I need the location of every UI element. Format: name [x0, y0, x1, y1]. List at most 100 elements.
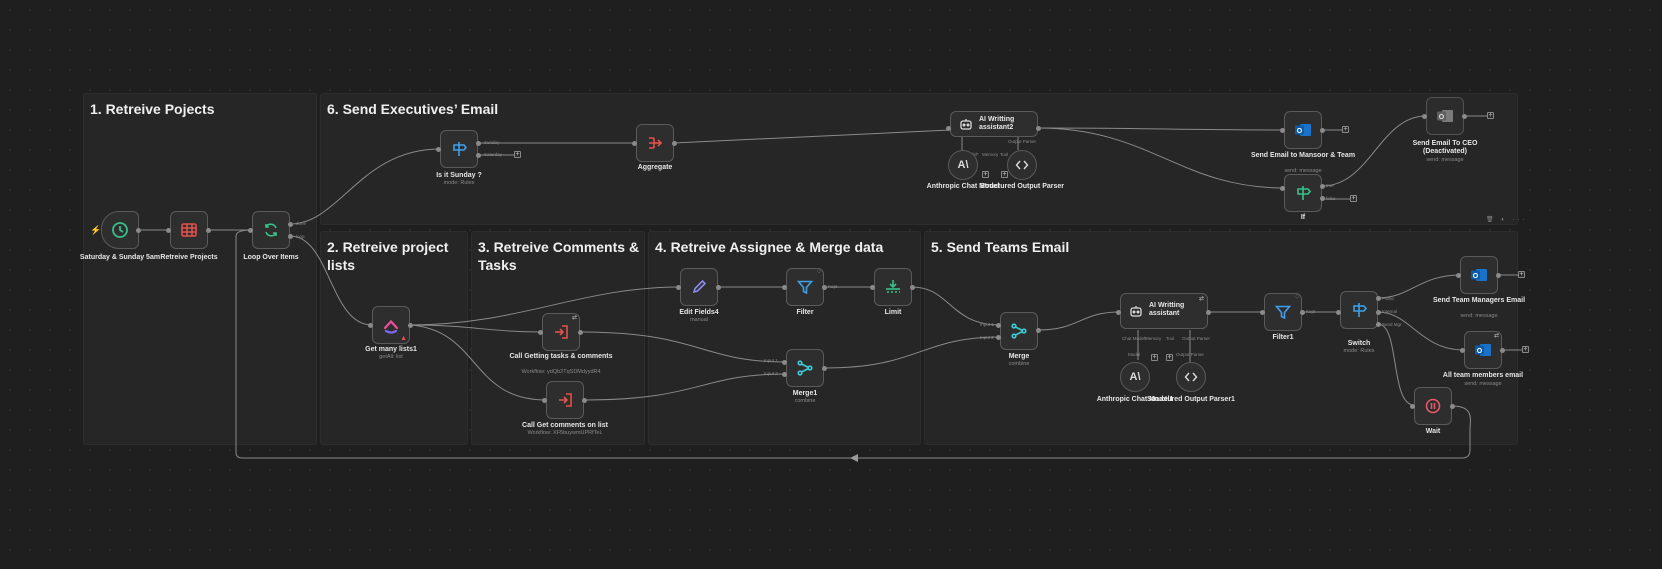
- connector-dot[interactable]: [1320, 196, 1325, 201]
- connector-dot[interactable]: [782, 360, 787, 365]
- loop-over-items-node[interactable]: [252, 211, 290, 249]
- add-node-button[interactable]: +: [1166, 354, 1173, 361]
- section-retrieve-projects[interactable]: 1. Retreive Pojects: [83, 93, 317, 445]
- switch-node[interactable]: [1340, 291, 1378, 329]
- add-node-button[interactable]: +: [514, 151, 521, 158]
- connector-dot[interactable]: [1500, 348, 1505, 353]
- connector-dot[interactable]: [716, 285, 721, 290]
- anthropic-chat-model-node[interactable]: A\: [948, 150, 978, 180]
- connector-dot[interactable]: [1496, 273, 1501, 278]
- section-retrieve-assignee-merge[interactable]: 4. Retreive Assignee & Merge data: [648, 231, 921, 445]
- connector-dot[interactable]: [1460, 348, 1465, 353]
- connector-dot[interactable]: [676, 285, 681, 290]
- connector-dot[interactable]: [1410, 404, 1415, 409]
- connector-dot[interactable]: [910, 285, 915, 290]
- is-it-sunday-node[interactable]: [440, 130, 478, 168]
- connector-dot[interactable]: [288, 222, 293, 227]
- edge: [911, 286, 1001, 326]
- connector-dot[interactable]: [1376, 322, 1381, 327]
- connector-dot[interactable]: [582, 398, 587, 403]
- connector-dot[interactable]: [1206, 310, 1211, 315]
- connector-dot[interactable]: [1320, 184, 1325, 189]
- connector-dot[interactable]: [1422, 114, 1427, 119]
- connector-dot[interactable]: [822, 285, 827, 290]
- edge: [1377, 274, 1461, 299]
- connector-dot[interactable]: [672, 141, 677, 146]
- connector-dot[interactable]: [1260, 310, 1265, 315]
- connector-dot[interactable]: [1376, 296, 1381, 301]
- add-node-button[interactable]: +: [1487, 112, 1494, 119]
- connector-dot[interactable]: [996, 323, 1001, 328]
- connector-dot[interactable]: [1116, 310, 1121, 315]
- connector-dot[interactable]: [1036, 328, 1041, 333]
- wait-node[interactable]: [1414, 387, 1452, 425]
- connector-dot[interactable]: [1320, 128, 1325, 133]
- merge-node[interactable]: [1000, 312, 1038, 350]
- edit-fields-node[interactable]: [680, 268, 718, 306]
- aggregate-node[interactable]: [636, 124, 674, 162]
- ai-writing-assistant2-node[interactable]: AI Writting assistant2: [950, 111, 1038, 137]
- connector-dot[interactable]: [1280, 128, 1285, 133]
- connector-dot[interactable]: [1280, 186, 1285, 191]
- limit-node[interactable]: [874, 268, 912, 306]
- connector-dot[interactable]: [996, 335, 1001, 340]
- node-label: Limit: [884, 309, 902, 316]
- all-team-members-email-node[interactable]: O ⇄: [1464, 331, 1502, 369]
- sticky-toolbar[interactable]: 🗑 ◐ ···: [1486, 217, 1528, 223]
- section-retrieve-project-lists[interactable]: 2. Retreive project lists: [320, 231, 468, 445]
- structured-output-parser1-node[interactable]: [1176, 362, 1206, 392]
- add-node-button[interactable]: +: [1522, 346, 1529, 353]
- get-many-lists-node[interactable]: ▲: [372, 306, 410, 344]
- node-label: Edit Fields4: [679, 309, 719, 316]
- merge1-node[interactable]: [786, 349, 824, 387]
- connector-dot[interactable]: [1336, 310, 1341, 315]
- connector-dot[interactable]: [476, 141, 481, 146]
- add-node-button[interactable]: +: [1151, 354, 1158, 361]
- connector-dot[interactable]: [822, 366, 827, 371]
- connector-dot[interactable]: [1462, 114, 1467, 119]
- call-getting-tasks-node[interactable]: ⇄: [542, 313, 580, 351]
- connector-dot[interactable]: [1456, 273, 1461, 278]
- connector-dot[interactable]: [632, 141, 637, 146]
- call-get-comments-node[interactable]: [546, 381, 584, 419]
- connector-dot[interactable]: [436, 147, 441, 152]
- send-email-mansoor-node[interactable]: O: [1284, 111, 1322, 149]
- add-node-button[interactable]: +: [1001, 171, 1008, 178]
- retrieve-projects-node[interactable]: [170, 211, 208, 249]
- connector-dot[interactable]: [206, 228, 211, 233]
- connector-dot[interactable]: [782, 285, 787, 290]
- structured-output-parser-node[interactable]: [1007, 150, 1037, 180]
- add-node-button[interactable]: +: [1350, 195, 1357, 202]
- connector-dot[interactable]: [476, 153, 481, 158]
- connector-dot[interactable]: [578, 330, 583, 335]
- if-node[interactable]: [1284, 174, 1322, 212]
- send-team-managers-email-node[interactable]: O: [1460, 256, 1498, 294]
- connector-dot[interactable]: [1450, 404, 1455, 409]
- connector-dot[interactable]: [782, 372, 787, 377]
- add-node-button[interactable]: +: [1342, 126, 1349, 133]
- node-label: Switch: [1347, 340, 1371, 347]
- connector-dot[interactable]: [368, 323, 373, 328]
- connector-dot[interactable]: [136, 228, 141, 233]
- filter1-node[interactable]: ◌: [1264, 293, 1302, 331]
- connector-dot[interactable]: [1036, 126, 1041, 131]
- ai-writing-assistant-node[interactable]: AI Writting assistant ⇄: [1120, 293, 1208, 329]
- add-node-button[interactable]: +: [1518, 271, 1525, 278]
- connector-dot[interactable]: [1300, 310, 1305, 315]
- anthropic-chat-model1-node[interactable]: A\: [1120, 362, 1150, 392]
- schedule-trigger-node[interactable]: [101, 211, 139, 249]
- connector-dot[interactable]: [542, 398, 547, 403]
- connector-dot[interactable]: [870, 285, 875, 290]
- connector-dot[interactable]: [248, 228, 253, 233]
- connector-dot[interactable]: [166, 228, 171, 233]
- anthropic-icon: A\: [957, 159, 969, 171]
- connector-dot[interactable]: [408, 323, 413, 328]
- add-node-button[interactable]: +: [982, 171, 989, 178]
- connector-dot[interactable]: [538, 330, 543, 335]
- connector-dot[interactable]: [288, 234, 293, 239]
- connector-dot[interactable]: [1376, 310, 1381, 315]
- send-email-ceo-node[interactable]: O: [1426, 97, 1464, 135]
- connector-dot[interactable]: [946, 126, 951, 131]
- filter-node[interactable]: ◌: [786, 268, 824, 306]
